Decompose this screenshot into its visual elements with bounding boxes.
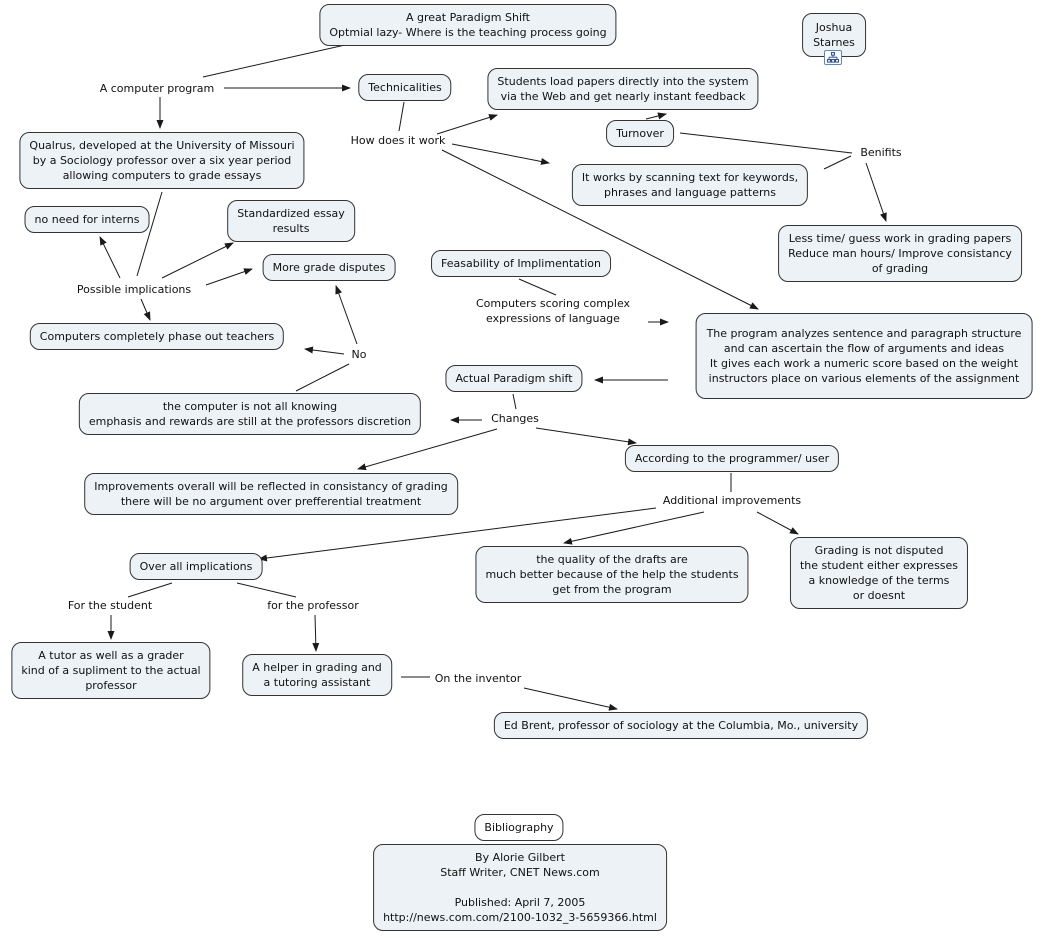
node-quality-drafts[interactable]: the quality of the drafts are much bette…: [475, 546, 749, 603]
link-benifits[interactable]: Benifits: [860, 146, 902, 159]
link-for-the-professor[interactable]: for the professor: [267, 599, 359, 612]
link-no[interactable]: No: [351, 348, 367, 361]
node-not-all-knowing[interactable]: the computer is not all knowing emphasis…: [78, 393, 422, 435]
link-possible-implications[interactable]: Possible implications: [76, 283, 192, 296]
node-overall-implications[interactable]: Over all implications: [129, 553, 263, 580]
node-scanning[interactable]: It works by scanning text for keywords, …: [571, 164, 809, 206]
node-students-load[interactable]: Students load papers directly into the s…: [487, 68, 759, 110]
node-program-analyzes[interactable]: The program analyzes sentence and paragr…: [695, 313, 1033, 399]
link-additional-improvements[interactable]: Additional improvements: [662, 494, 802, 507]
node-technicalities[interactable]: Technicalities: [358, 74, 452, 101]
node-qualrus[interactable]: Qualrus, developed at the University of …: [19, 132, 305, 189]
node-helper-grading[interactable]: A helper in grading and a tutoring assis…: [242, 654, 392, 696]
sitemap-icon[interactable]: [824, 50, 842, 65]
link-a-computer-program[interactable]: A computer program: [99, 82, 215, 95]
link-on-the-inventor[interactable]: On the inventor: [434, 672, 522, 685]
node-actual-paradigm-shift[interactable]: Actual Paradigm shift: [445, 365, 583, 392]
node-bibliography[interactable]: Bibliography: [474, 814, 564, 841]
node-title[interactable]: A great Paradigm Shift Optmial lazy- Whe…: [319, 4, 617, 46]
node-standardized-results[interactable]: Standardized essay results: [227, 200, 355, 242]
node-bibliography-info[interactable]: By Alorie Gilbert Staff Writer, CNET New…: [373, 844, 667, 931]
link-scoring-complex[interactable]: Computers scoring complex expressions of…: [475, 297, 631, 325]
node-according-programmer[interactable]: According to the programmer/ user: [624, 445, 840, 472]
node-phase-out-teachers[interactable]: Computers completely phase out teachers: [29, 323, 285, 350]
link-changes[interactable]: Changes: [491, 412, 539, 425]
node-tutor-grader[interactable]: A tutor as well as a grader kind of a su…: [11, 642, 211, 699]
node-no-interns[interactable]: no need for interns: [24, 206, 150, 233]
node-more-grade-disputes[interactable]: More grade disputes: [262, 254, 396, 281]
node-feasability[interactable]: Feasability of Implimentation: [431, 250, 611, 277]
node-ed-brent[interactable]: Ed Brent, professor of sociology at the …: [493, 712, 869, 739]
node-grading-not-disputed[interactable]: Grading is not disputed the student eith…: [789, 537, 969, 609]
link-for-the-student[interactable]: For the student: [67, 599, 153, 612]
sitemap-icon-glyph: [827, 52, 839, 63]
node-turnover[interactable]: Turnover: [606, 120, 674, 147]
node-improvements-overall[interactable]: Improvements overall will be reflected i…: [84, 473, 458, 515]
node-less-time[interactable]: Less time/ guess work in grading papers …: [778, 225, 1022, 282]
node-author[interactable]: Joshua Starnes: [802, 13, 866, 57]
link-how-does-it-work[interactable]: How does it work: [350, 134, 446, 147]
